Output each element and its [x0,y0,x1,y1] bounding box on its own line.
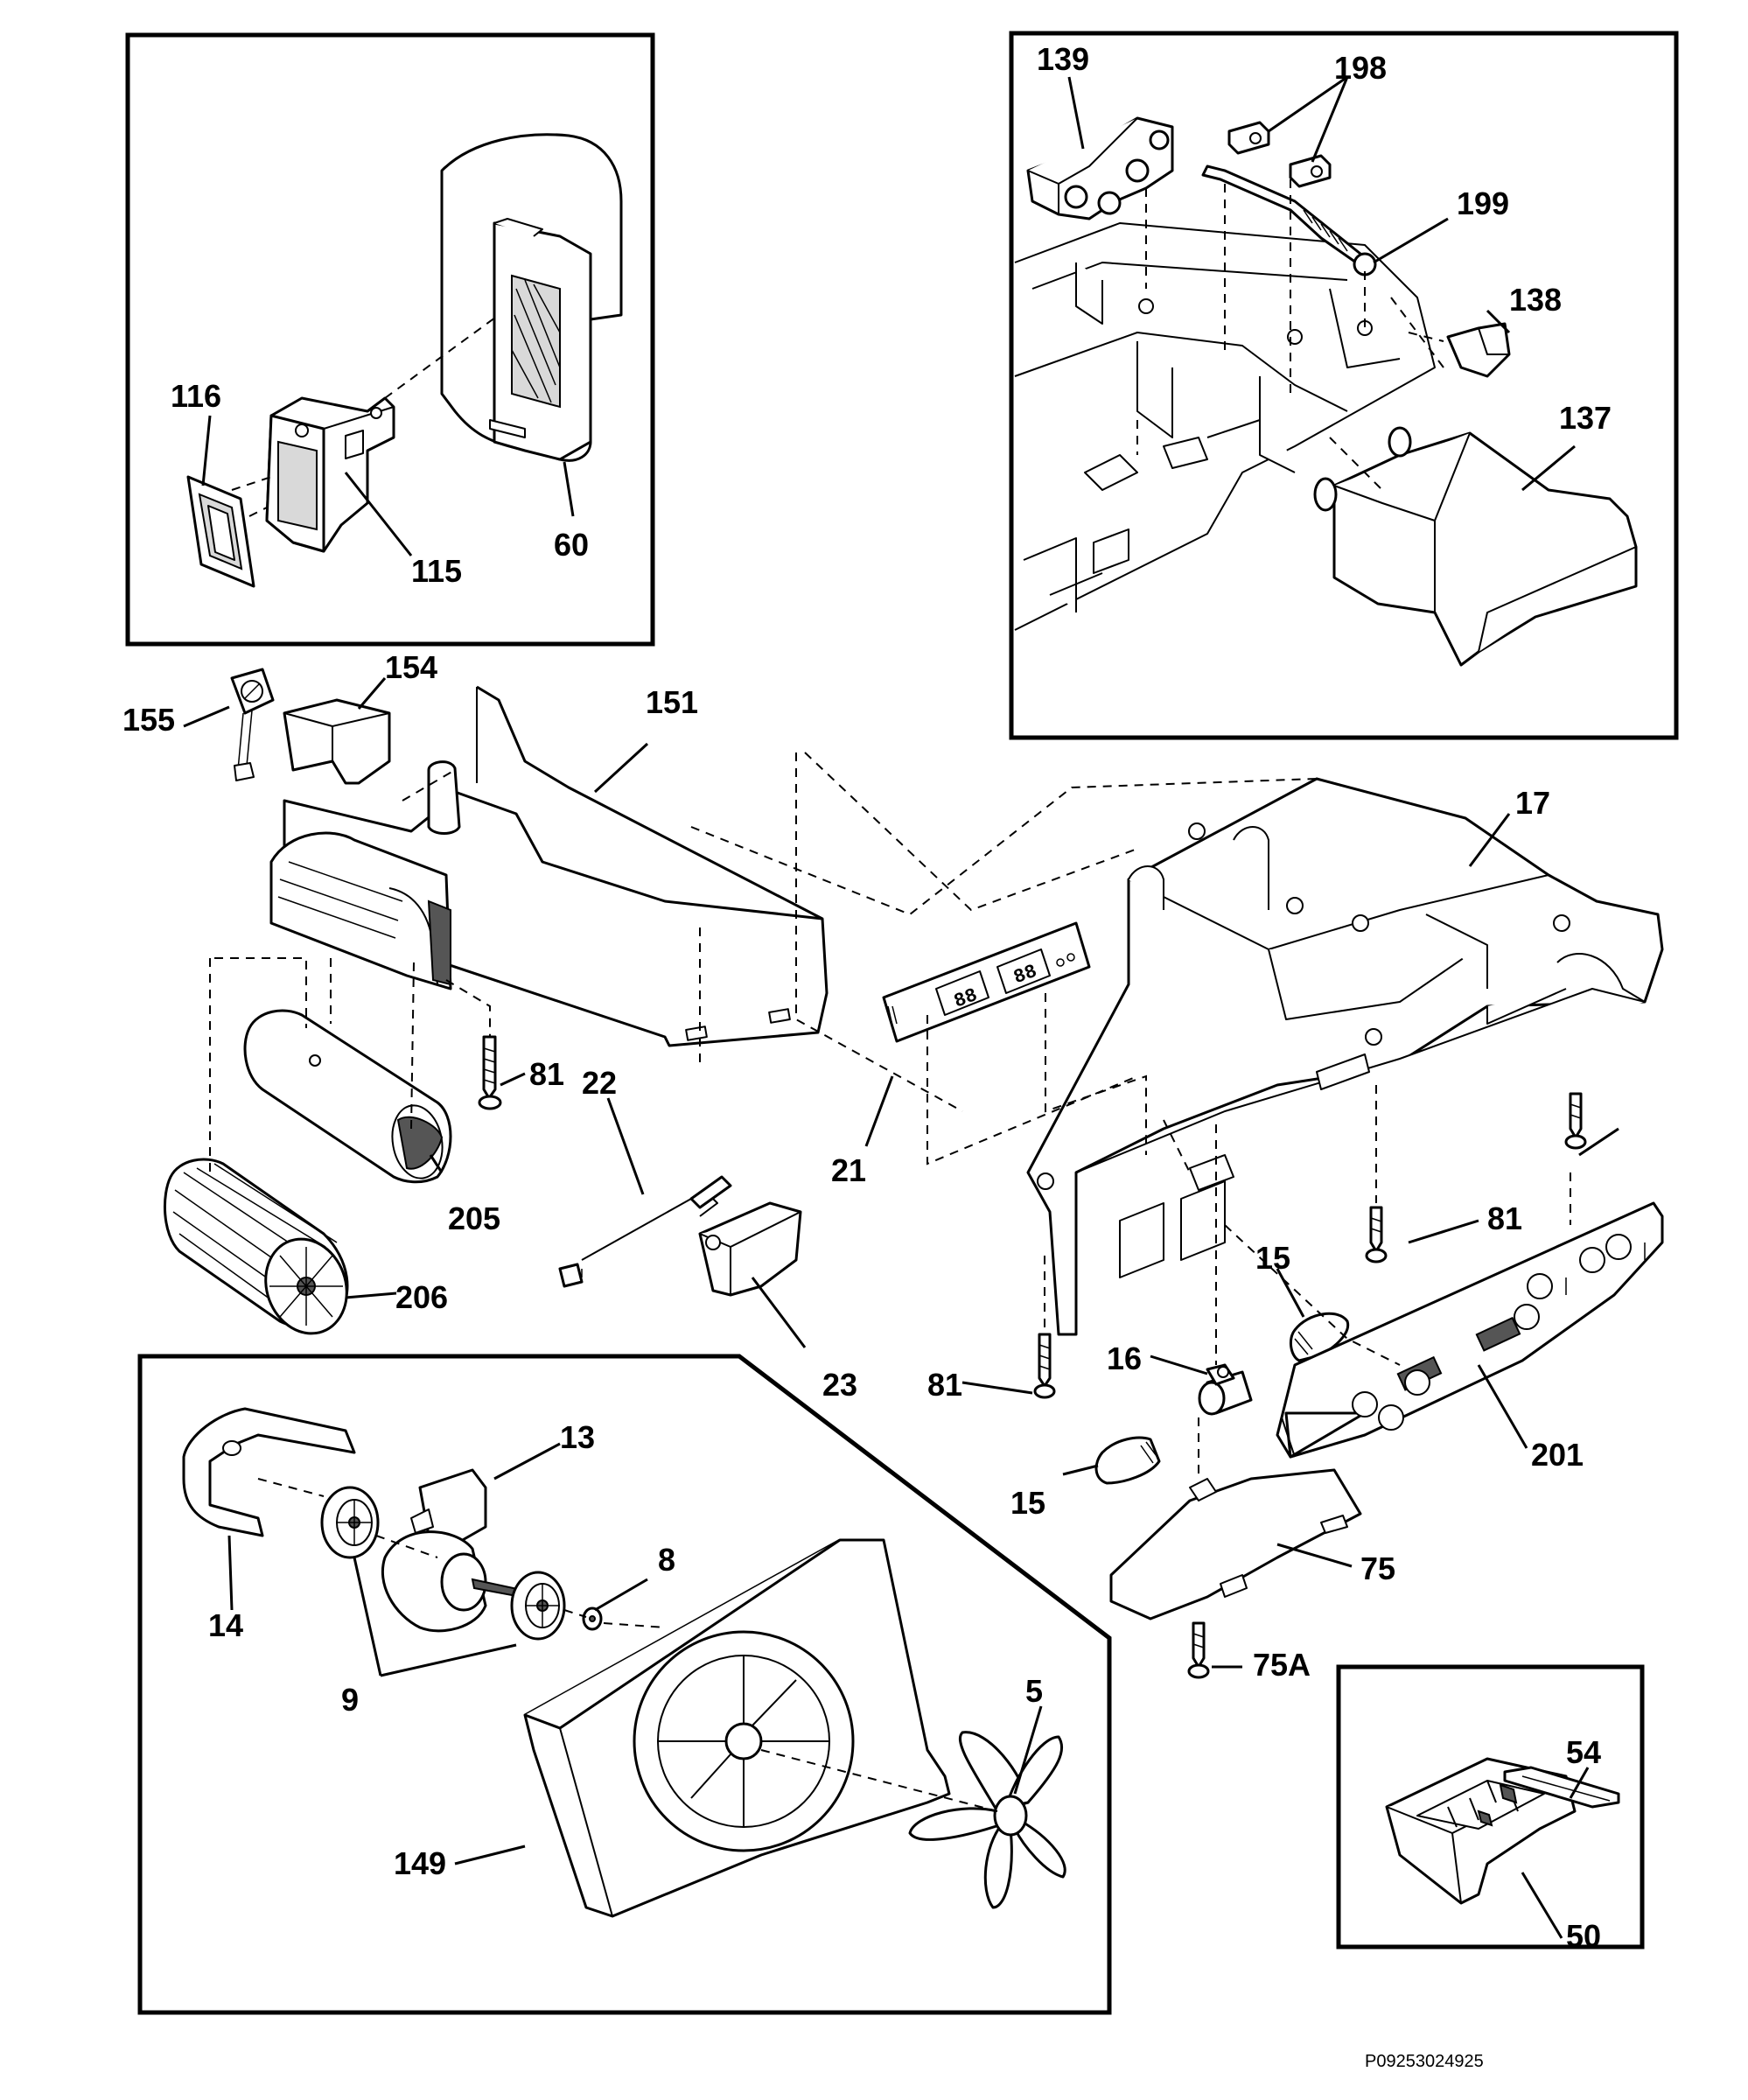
callout-15-upper: 15 [1255,1240,1290,1276]
motor-mounts-9 [320,1486,566,1641]
screw-81-center [1033,1333,1056,1399]
callout-16: 16 [1107,1340,1142,1376]
fill-tube-dashes [1136,179,1444,491]
washer-8 [582,1606,603,1631]
callout-labels: 139 198 199 138 137 116 115 60 155 154 1… [122,41,1612,1954]
damper-motor-115 [265,396,395,553]
callout-139: 139 [1037,41,1089,77]
auger-motor-137 [1313,426,1638,667]
fill-valve-139 [1026,116,1174,220]
callout-21: 21 [831,1152,866,1188]
damper-leaders [201,415,575,556]
blower-wheel-206 [163,1158,349,1335]
damper-dashes [231,314,500,517]
callout-115: 115 [411,553,462,589]
callout-14: 14 [208,1607,243,1643]
fan-assembly-dashes [257,1478,998,1812]
fan-motor-13 [381,1468,537,1633]
callout-54: 54 [1566,1734,1601,1770]
lamp-cover-75 [1109,1468,1362,1620]
shutoff-138 [1446,322,1511,378]
screw-75a [1187,1621,1210,1679]
callout-149: 149 [394,1845,446,1881]
overlay-201 [1276,1201,1664,1459]
callout-81-center: 81 [927,1367,962,1403]
lamp-socket-16 [1198,1363,1253,1416]
callout-155: 155 [122,702,175,738]
cover-23 [698,1201,802,1297]
callout-205: 205 [448,1200,500,1236]
callout-151: 151 [646,684,698,720]
screw-81-right-top [1564,1092,1587,1150]
callout-154: 154 [385,649,437,685]
callout-15-lower: 15 [1010,1485,1045,1521]
callout-17: 17 [1515,785,1550,821]
damper-seal-116 [186,475,255,588]
fan-assembly-leaders [227,1442,1043,1866]
callout-23: 23 [822,1367,857,1403]
icemaker-tray-50 [1385,1757,1577,1905]
callout-138: 138 [1509,282,1562,318]
filter-205 [243,1009,452,1184]
callout-22: 22 [582,1065,617,1101]
screw-81-right-housing [1365,1206,1388,1264]
bracket-14 [182,1407,356,1537]
fill-tube-heater-199 [1201,164,1377,276]
inset-frame-icemaker-tray [1336,1664,1645,1950]
heater-strip-54 [1503,1766,1620,1809]
screw-81-left [478,1035,502,1110]
callout-75a: 75A [1253,1647,1311,1683]
callout-199: 199 [1457,186,1509,221]
tube-clips-198 [1227,121,1332,188]
callout-81-right: 81 [1487,1200,1522,1236]
ice-maker-bin-top-view [1014,222,1436,631]
fan-155 [230,668,275,781]
main-dashes [209,752,1571,1479]
inset-frame-fan-assembly [137,1354,1112,2015]
main-leaders [183,677,1619,1669]
callout-198: 198 [1334,50,1387,86]
lamp-bulb-15-lower [1094,1436,1161,1485]
callout-9: 9 [341,1682,359,1718]
callout-81-left: 81 [529,1056,564,1092]
callout-60: 60 [554,527,589,563]
icemaker-leaders [1521,1767,1590,1939]
fill-tube-leaders [1067,75,1576,492]
duct-151 [269,685,829,1047]
fan-shroud-149 [523,1538,951,1918]
display-board-21: 88 88 [882,921,1091,1043]
reference-code: P09253024925 [1365,2052,1484,2071]
sensor-22 [558,1175,732,1288]
callout-201: 201 [1531,1437,1584,1473]
damper-housing-60 [440,133,623,462]
inset-frame-fill-tube [1009,31,1679,740]
fan-blade-5 [908,1731,1066,1909]
inset-frame-damper [125,32,655,647]
callout-116: 116 [171,378,221,414]
cover-154 [283,698,391,785]
callout-137: 137 [1559,400,1612,436]
callout-13: 13 [560,1419,595,1455]
control-housing-17 [1026,777,1664,1336]
callout-8: 8 [658,1542,675,1578]
callout-50: 50 [1566,1918,1601,1954]
callout-5: 5 [1025,1673,1043,1709]
callout-206: 206 [395,1279,448,1315]
callout-75: 75 [1360,1550,1395,1586]
